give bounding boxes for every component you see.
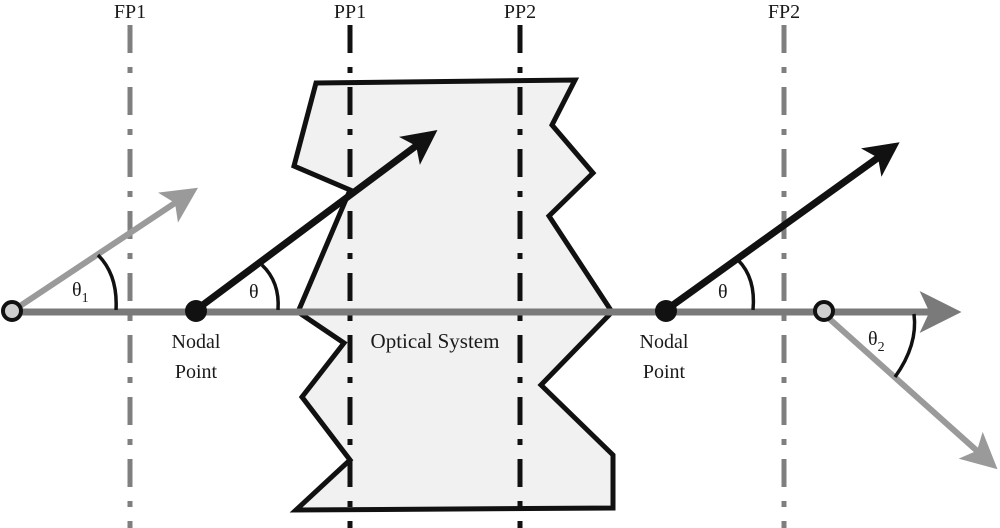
nodal-point-right-label-line2: Point <box>643 361 686 383</box>
label-pp2: PP2 <box>504 1 536 23</box>
nodal-point-right-dot <box>655 300 677 322</box>
nodal-point-left-label-line1: Nodal <box>172 331 221 353</box>
exit-ray-arrow <box>822 311 998 470</box>
angle-label-theta2: θ2 <box>868 328 885 355</box>
nodal-ray-right-arrow <box>663 142 900 313</box>
optical-system-label: Optical System <box>371 329 500 353</box>
label-fp2: FP2 <box>768 1 800 23</box>
nodal-point-left-dot <box>185 300 207 322</box>
nodal-point-left-label-line2: Point <box>175 361 218 383</box>
object-point-left <box>1 300 23 322</box>
incident-ray-arrow <box>12 187 198 313</box>
optical-system-shape <box>289 77 616 513</box>
label-pp1: PP1 <box>334 1 366 23</box>
angle-arc-theta-right <box>736 258 756 311</box>
angle-arc-theta-left <box>260 263 280 311</box>
angle-arc-theta2 <box>893 313 917 379</box>
angle-arc-theta1 <box>96 253 118 311</box>
angle-label-theta1: θ1 <box>72 279 89 306</box>
angle-label-theta-right: θ <box>718 281 728 303</box>
angle-label-theta-left: θ <box>249 281 259 303</box>
object-point-right <box>813 300 835 322</box>
nodal-point-right-label-line1: Nodal <box>640 331 689 353</box>
label-fp1: FP1 <box>114 1 146 23</box>
nodal-ray-left-arrow <box>193 129 438 313</box>
